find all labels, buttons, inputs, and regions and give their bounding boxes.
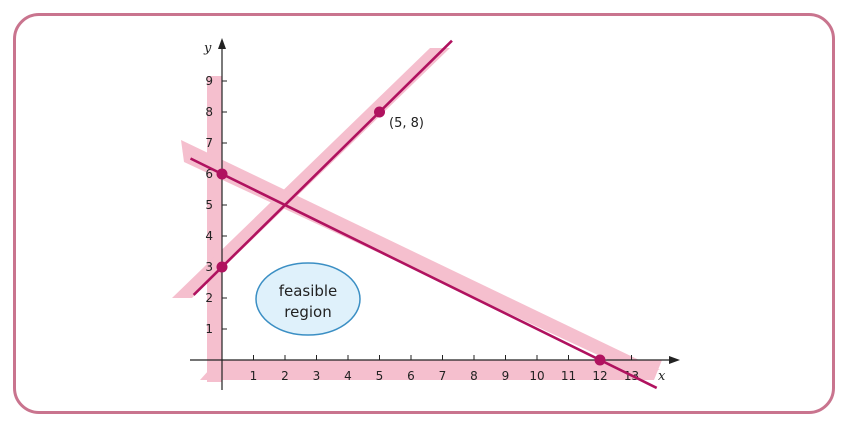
- feasible-region-ellipse: [255, 262, 361, 336]
- shade-y-axis-band: [207, 76, 222, 382]
- x-tick-label: 10: [529, 369, 544, 383]
- x-tick-label: 9: [502, 369, 510, 383]
- corner-point: [216, 261, 228, 273]
- y-tick-label: 3: [205, 260, 213, 274]
- feasible-region-label-line1: feasible: [279, 282, 338, 300]
- feasible-region-bubble: feasible region: [255, 262, 361, 336]
- diagram-frame: [13, 13, 835, 414]
- x-tick-label: 11: [561, 369, 576, 383]
- x-tick-label: 2: [281, 369, 289, 383]
- x-axis-label: x: [658, 369, 666, 384]
- point-label-5-8: (5, 8): [389, 116, 424, 131]
- corner-point: [374, 106, 385, 118]
- x-tick-label: 7: [439, 369, 447, 383]
- shade-line-b-band: [181, 140, 660, 370]
- y-tick-label: 8: [205, 105, 213, 119]
- y-tick-label: 6: [205, 167, 213, 181]
- x-ticks: 12345678910111213: [250, 355, 639, 383]
- y-axis: y: [203, 38, 226, 390]
- corner-points: [216, 106, 606, 366]
- x-tick-label: 3: [313, 369, 321, 383]
- y-tick-label: 1: [205, 322, 213, 336]
- x-axis-arrow: [669, 356, 680, 364]
- constraint-line-2: [189, 157, 658, 390]
- x-tick-label: 12: [592, 369, 607, 383]
- y-tick-label: 9: [205, 74, 213, 88]
- corner-point: [216, 168, 228, 180]
- y-tick-label: 5: [205, 198, 213, 212]
- x-tick-label: 4: [344, 369, 352, 383]
- x-tick-label: 5: [376, 369, 384, 383]
- x-axis: x: [190, 356, 680, 384]
- shade-x-axis-band: [200, 360, 662, 380]
- y-tick-label: 4: [205, 229, 213, 243]
- y-tick-label: 2: [205, 291, 213, 305]
- x-tick-label: 1: [250, 369, 258, 383]
- y-tick-label: 7: [205, 136, 213, 150]
- y-axis-label: y: [203, 41, 212, 56]
- x-tick-label: 6: [407, 369, 415, 383]
- constraint-lines: [189, 39, 658, 390]
- y-axis-arrow: [218, 38, 226, 49]
- constraint-line-1: [192, 39, 453, 296]
- feasible-region-label-line2: region: [284, 303, 331, 321]
- corner-point: [594, 354, 606, 366]
- x-tick-label: 8: [470, 369, 478, 383]
